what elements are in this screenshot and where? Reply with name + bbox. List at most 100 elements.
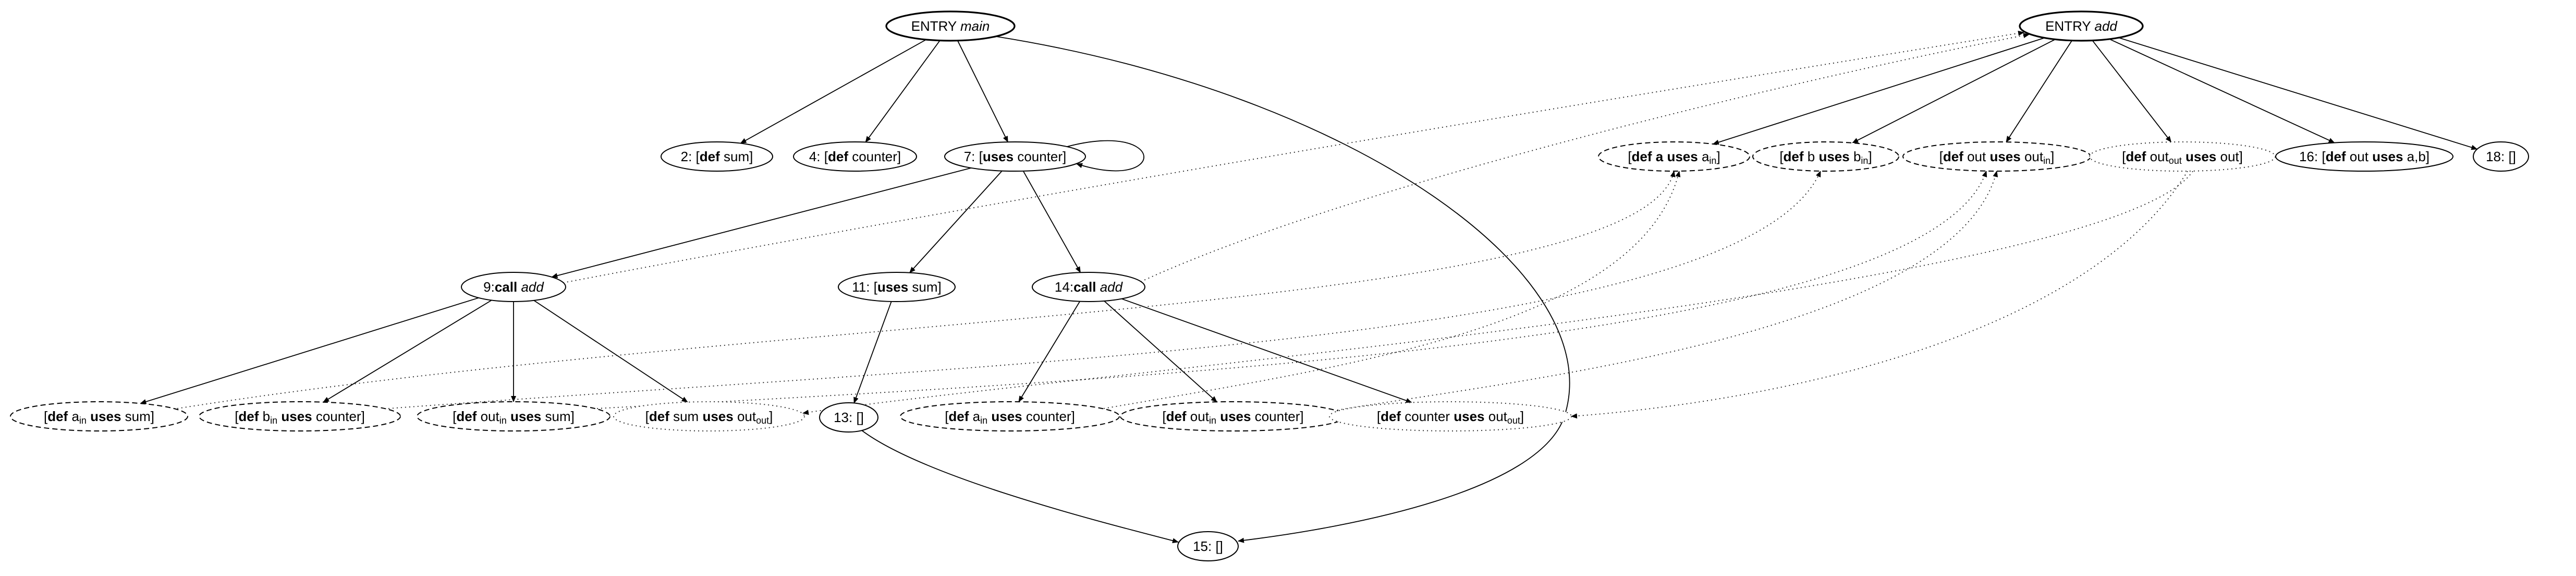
edge-a_outout-to-c14_counter [1571, 171, 2188, 419]
node-a_ain: [def a uses ain] [1598, 141, 1750, 172]
label-part: out [2346, 149, 2373, 164]
label-part: [ [1939, 149, 1944, 164]
label-part: 2: [ [681, 149, 700, 164]
edge-entry_main-to-n2 [740, 39, 926, 144]
label-part [1096, 279, 1100, 295]
edge-entry_main-to-n7 [957, 40, 1009, 142]
node-ellipse [1032, 272, 1145, 302]
edge-a_outout-to-c9_sum [802, 171, 2193, 415]
node-ellipse [199, 401, 401, 431]
label-part: call [495, 279, 517, 295]
node-label: [def outin uses sum] [453, 409, 575, 426]
label-part: 4: [ [809, 149, 828, 164]
node-ellipse [461, 272, 566, 302]
edge-n9-to-c9_ain [140, 297, 479, 404]
label-part: def [1784, 149, 1804, 164]
label-part: 13: [] [834, 410, 864, 425]
label-part: uses [510, 409, 541, 424]
node-n7: 7: [uses counter] [944, 141, 1086, 172]
node-label: [def ain uses counter] [945, 409, 1075, 426]
node-label: ENTRY add [2045, 18, 2118, 34]
label-part: in [270, 415, 277, 426]
label-part: 9: [483, 279, 495, 295]
node-ellipse [1177, 531, 1239, 561]
node-label: [def bin uses counter] [235, 409, 365, 426]
node-label: [def outin uses counter] [1162, 409, 1303, 426]
node-c14_counter: [def counter uses outout] [1329, 401, 1572, 431]
label-part: in [499, 415, 507, 426]
edge-n9-to-c9_bin [323, 299, 492, 403]
label-part: 15: [] [1193, 538, 1223, 554]
node-label: [def counter uses outout] [1377, 409, 1524, 426]
label-part: ] [769, 409, 773, 424]
label-part: 18: [] [2486, 149, 2516, 164]
label-part: def [649, 409, 669, 424]
edge-n14-to-c14_ain [1018, 301, 1080, 402]
node-label: 2: [def sum] [681, 149, 753, 164]
label-part: out [1963, 149, 1990, 164]
label-part: [ [2122, 149, 2126, 164]
label-part: [ [453, 409, 457, 424]
label-part: def [1381, 409, 1401, 424]
edge-n13-to-n15 [861, 430, 1179, 544]
node-c9_ain: [def ain uses sum] [10, 401, 188, 431]
node-label: 11: [uses sum] [852, 279, 942, 295]
edge-entry_add-to-a_outout [2092, 40, 2172, 142]
label-part: [ [945, 409, 949, 424]
label-part: [ [1377, 409, 1381, 424]
node-ellipse [661, 141, 773, 172]
label-part: [ [1779, 149, 1784, 164]
label-part: [ [1628, 149, 1632, 164]
label-part: out] [2216, 149, 2243, 164]
node-ellipse [944, 141, 1086, 172]
edge-c14_outin-to-a_outin [1337, 171, 1998, 411]
label-part: uses [877, 279, 908, 295]
label-part: main [960, 18, 990, 34]
node-n18: 18: [] [2473, 141, 2529, 172]
label-part: in [79, 415, 87, 426]
node-a_outout: [def outout uses out] [2089, 141, 2276, 172]
node-label: 14:call add [1055, 279, 1124, 295]
node-ellipse [613, 401, 805, 431]
label-part: in [1709, 155, 1716, 166]
label-part: def [2326, 149, 2346, 164]
label-part: a [1698, 149, 1710, 164]
node-a_bin: [def b uses bin] [1752, 141, 1899, 172]
label-part: add [1100, 279, 1124, 295]
label-part [87, 409, 90, 424]
edge-n7-to-n11 [909, 170, 1003, 273]
label-part: [ [645, 409, 650, 424]
label-part [517, 279, 521, 295]
label-part [987, 409, 991, 424]
label-part: in [1861, 155, 1868, 166]
label-part: sum] [908, 279, 942, 295]
label-part: def [948, 409, 969, 424]
node-label: 13: [] [834, 410, 864, 425]
label-part: def [1166, 409, 1187, 424]
edge-entry_add-to-n16 [2109, 39, 2335, 143]
label-part: uses [1220, 409, 1251, 424]
label-part: sum] [720, 149, 753, 164]
node-ellipse [1329, 401, 1572, 431]
label-part: counter] [1022, 409, 1075, 424]
label-part: 7: [ [964, 149, 983, 164]
node-n9: 9:call add [461, 272, 566, 302]
label-part: uses [2186, 149, 2216, 164]
node-entry_main: ENTRY main [885, 10, 1016, 42]
label-part: uses [702, 409, 733, 424]
node-n14: 14:call add [1032, 272, 1145, 302]
label-part: def [456, 409, 477, 424]
edge-entry_add-to-n18 [2118, 37, 2478, 150]
label-part: counter] [1014, 149, 1066, 164]
node-ellipse [885, 10, 1016, 42]
edge-entry_add-to-a_bin [1852, 39, 2056, 143]
label-part: b [259, 409, 270, 424]
label-part: a [1652, 149, 1667, 164]
label-part: uses [1667, 149, 1698, 164]
label-part: uses [281, 409, 312, 424]
edge-entry_add-to-a_outin [2006, 40, 2072, 142]
edge-entry_main-to-n4 [865, 40, 941, 143]
node-label: 18: [] [2486, 149, 2516, 164]
